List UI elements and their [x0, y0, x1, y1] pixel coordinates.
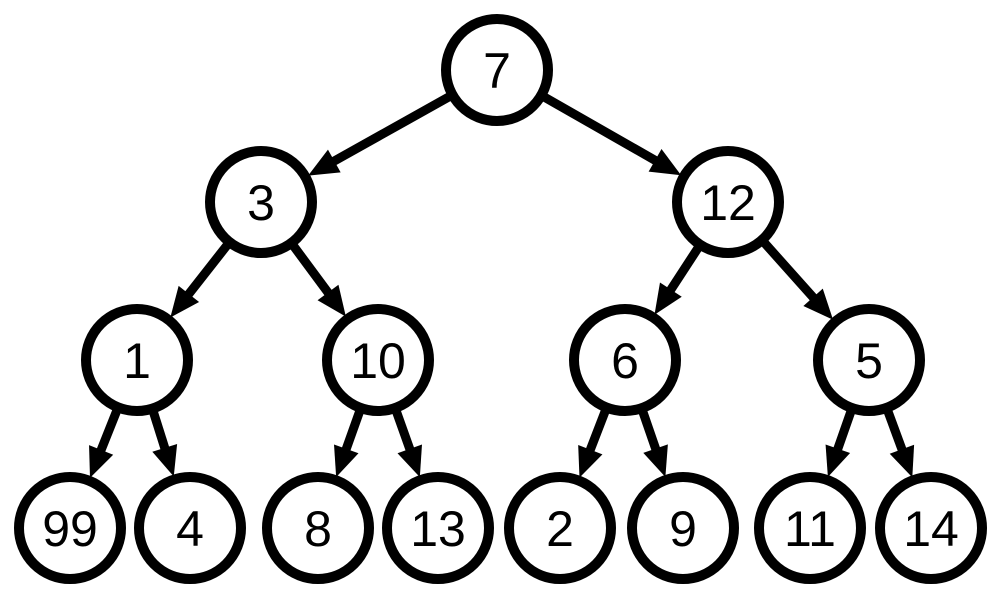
tree-node-circle: [14, 472, 126, 584]
arrowhead-icon: [825, 444, 851, 478]
arrowhead-icon: [317, 284, 346, 317]
tree-node-5: 5: [813, 304, 925, 416]
tree-edge-line: [182, 242, 231, 301]
tree-node-circle: [322, 304, 434, 416]
tree-edge: [89, 409, 121, 478]
tree-edge: [392, 410, 422, 478]
tree-edge: [334, 410, 364, 478]
tree-node-12: 12: [672, 146, 784, 258]
tree-node-label: 7: [483, 43, 511, 99]
tree-node-13: 13: [382, 472, 494, 584]
tree-node-circle: [627, 472, 739, 584]
arrowhead-icon: [308, 149, 341, 176]
tree-node-circle: [382, 472, 494, 584]
tree-node-circle: [134, 472, 246, 584]
tree-edge: [542, 93, 682, 176]
arrowhead-icon: [803, 288, 834, 320]
tree-node-circle: [875, 472, 987, 584]
tree-node-label: 4: [176, 501, 204, 557]
tree-edge-line: [761, 240, 820, 305]
tree-node-label: 1: [123, 333, 151, 389]
tree-node-99: 99: [14, 472, 126, 584]
arrowhead-icon: [648, 149, 682, 176]
tree-edge: [761, 240, 834, 320]
tree-node-6: 6: [569, 304, 681, 416]
tree-edge: [578, 409, 610, 478]
tree-node-circle: [441, 14, 553, 126]
tree-edge-line: [95, 409, 121, 457]
tree-edge: [290, 243, 346, 317]
tree-node-circle: [262, 472, 374, 584]
tree-node-label: 11: [784, 501, 836, 557]
tree-edge: [638, 410, 668, 477]
tree-edges-layer: [89, 92, 915, 478]
tree-node-circle: [81, 304, 193, 416]
tree-node-circle: [504, 472, 616, 584]
tree-node-circle: [205, 146, 317, 258]
tree-node-label: 8: [304, 501, 332, 557]
tree-edge-line: [883, 410, 908, 456]
tree-node-label: 99: [42, 501, 98, 557]
tree-node-8: 8: [262, 472, 374, 584]
arrowhead-icon: [170, 285, 200, 318]
tree-edge: [170, 242, 231, 318]
tree-node-label: 2: [546, 501, 574, 557]
tree-edge-line: [831, 410, 856, 455]
tree-edge: [654, 245, 702, 315]
tree-edge: [308, 92, 452, 176]
tree-node-3: 3: [205, 146, 317, 258]
tree-node-circle: [672, 146, 784, 258]
tree-node-circle: [813, 304, 925, 416]
arrowhead-icon: [152, 443, 178, 477]
tree-node-10: 10: [322, 304, 434, 416]
tree-node-2: 2: [504, 472, 616, 584]
tree-edge-line: [290, 243, 335, 300]
arrowhead-icon: [889, 444, 915, 478]
arrowhead-icon: [89, 445, 114, 478]
tree-edge-line: [638, 410, 662, 455]
tree-node-label: 6: [611, 333, 639, 389]
arrowhead-icon: [578, 444, 603, 478]
tree-node-circle: [754, 472, 866, 584]
tree-edge: [883, 410, 915, 478]
tree-edge: [149, 411, 178, 477]
tree-node-label: 12: [700, 175, 756, 231]
arrowhead-icon: [334, 444, 359, 478]
tree-node-7: 7: [441, 14, 553, 126]
tree-node-11: 11: [754, 472, 866, 584]
tree-node-label: 14: [903, 501, 959, 557]
tree-node-label: 3: [247, 175, 275, 231]
tree-edge-line: [542, 93, 662, 167]
tree-edge-line: [664, 245, 702, 297]
tree-node-1: 1: [81, 304, 193, 416]
arrowhead-icon: [654, 282, 682, 315]
tree-edge-line: [327, 92, 452, 168]
tree-node-4: 4: [134, 472, 246, 584]
tree-node-label: 13: [410, 501, 466, 557]
tree-nodes-layer: 7 3 12 1 10 6 5 99 4 8 13 2 9 11 14: [14, 14, 987, 584]
tree-edge-line: [392, 410, 416, 456]
arrowhead-icon: [397, 444, 422, 478]
tree-node-label: 5: [855, 333, 883, 389]
tree-edge-line: [584, 409, 610, 456]
tree-node-14: 14: [875, 472, 987, 584]
tree-node-circle: [569, 304, 681, 416]
tree-node-label: 10: [350, 333, 406, 389]
tree-node-9: 9: [627, 472, 739, 584]
tree-edge-line: [340, 410, 364, 456]
tree-node-label: 9: [669, 501, 697, 557]
arrowhead-icon: [643, 444, 668, 477]
tree-edge: [825, 410, 856, 478]
tree-edge-line: [149, 411, 171, 455]
